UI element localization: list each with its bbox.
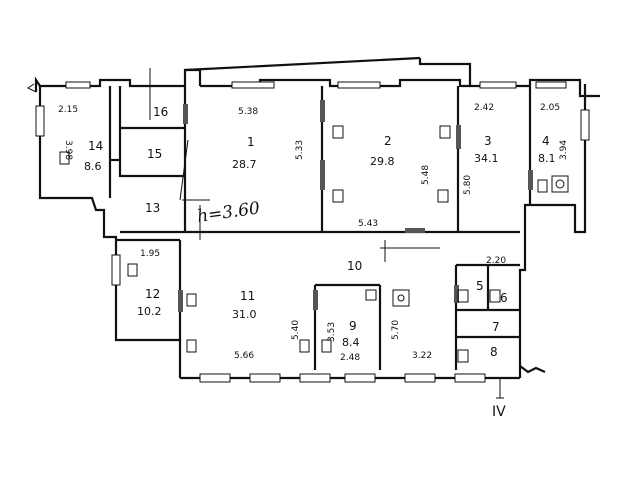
room-number-6: 6 [500,291,508,305]
room-area-14: 8.6 [84,160,102,173]
dim-2-15: 2.15 [58,105,78,115]
dim-5-80: 5.80 [463,175,473,195]
room-number-2: 2 [384,134,392,148]
room-number-12: 12 [145,287,160,301]
room-labels: 1 28.7 2 29.8 3 34.1 4 8.1 5 6 7 8 9 8.4… [84,105,556,359]
room-number-9: 9 [349,319,357,333]
room-area-11: 31.0 [232,308,257,321]
section-mark: IV [492,404,506,420]
wall-hatching [178,100,533,312]
room-number-14: 14 [88,139,103,153]
dim-3-53: 3.53 [327,322,337,342]
room-number-15: 15 [147,147,162,161]
dim-5-66: 5.66 [234,351,254,361]
dim-2-42: 2.42 [474,103,494,113]
dim-2-20: 2.20 [486,256,506,266]
room-number-3: 3 [484,134,492,148]
room-area-4: 8.1 [538,152,556,165]
dimension-labels: 2.15 3.98 5.38 5.33 2.42 5.48 5.80 5.43 … [58,103,569,363]
room-number-11: 11 [240,289,255,303]
fixtures [59,125,569,363]
dim-5-70: 5.70 [391,320,401,340]
room-area-9: 8.4 [342,336,360,349]
dim-3-98: 3.98 [63,140,73,160]
dim-3-94: 3.94 [559,140,569,160]
room-area-2: 29.8 [370,155,395,168]
room-number-13: 13 [145,201,160,215]
dim-5-38: 5.38 [238,107,258,117]
windows [35,81,590,383]
ceiling-height-note: h=3.60 [196,198,261,227]
room-number-1: 1 [247,135,255,149]
room-area-3: 34.1 [474,152,499,165]
room-number-5: 5 [476,279,484,293]
room-number-4: 4 [542,134,550,148]
dim-2-05: 2.05 [540,103,560,113]
room-area-12: 10.2 [137,305,162,318]
dim-5-43: 5.43 [358,219,378,229]
dim-1-95: 1.95 [140,249,160,259]
dim-5-48: 5.48 [421,165,431,185]
room-number-8: 8 [490,345,498,359]
room-number-10: 10 [347,259,362,273]
room-area-1: 28.7 [232,158,257,171]
room-number-16: 16 [153,105,168,119]
dim-5-40: 5.40 [291,320,301,340]
dim-5-33: 5.33 [295,140,305,160]
room-number-7: 7 [492,320,500,334]
dim-2-48: 2.48 [340,353,360,363]
dim-3-22: 3.22 [412,351,432,361]
